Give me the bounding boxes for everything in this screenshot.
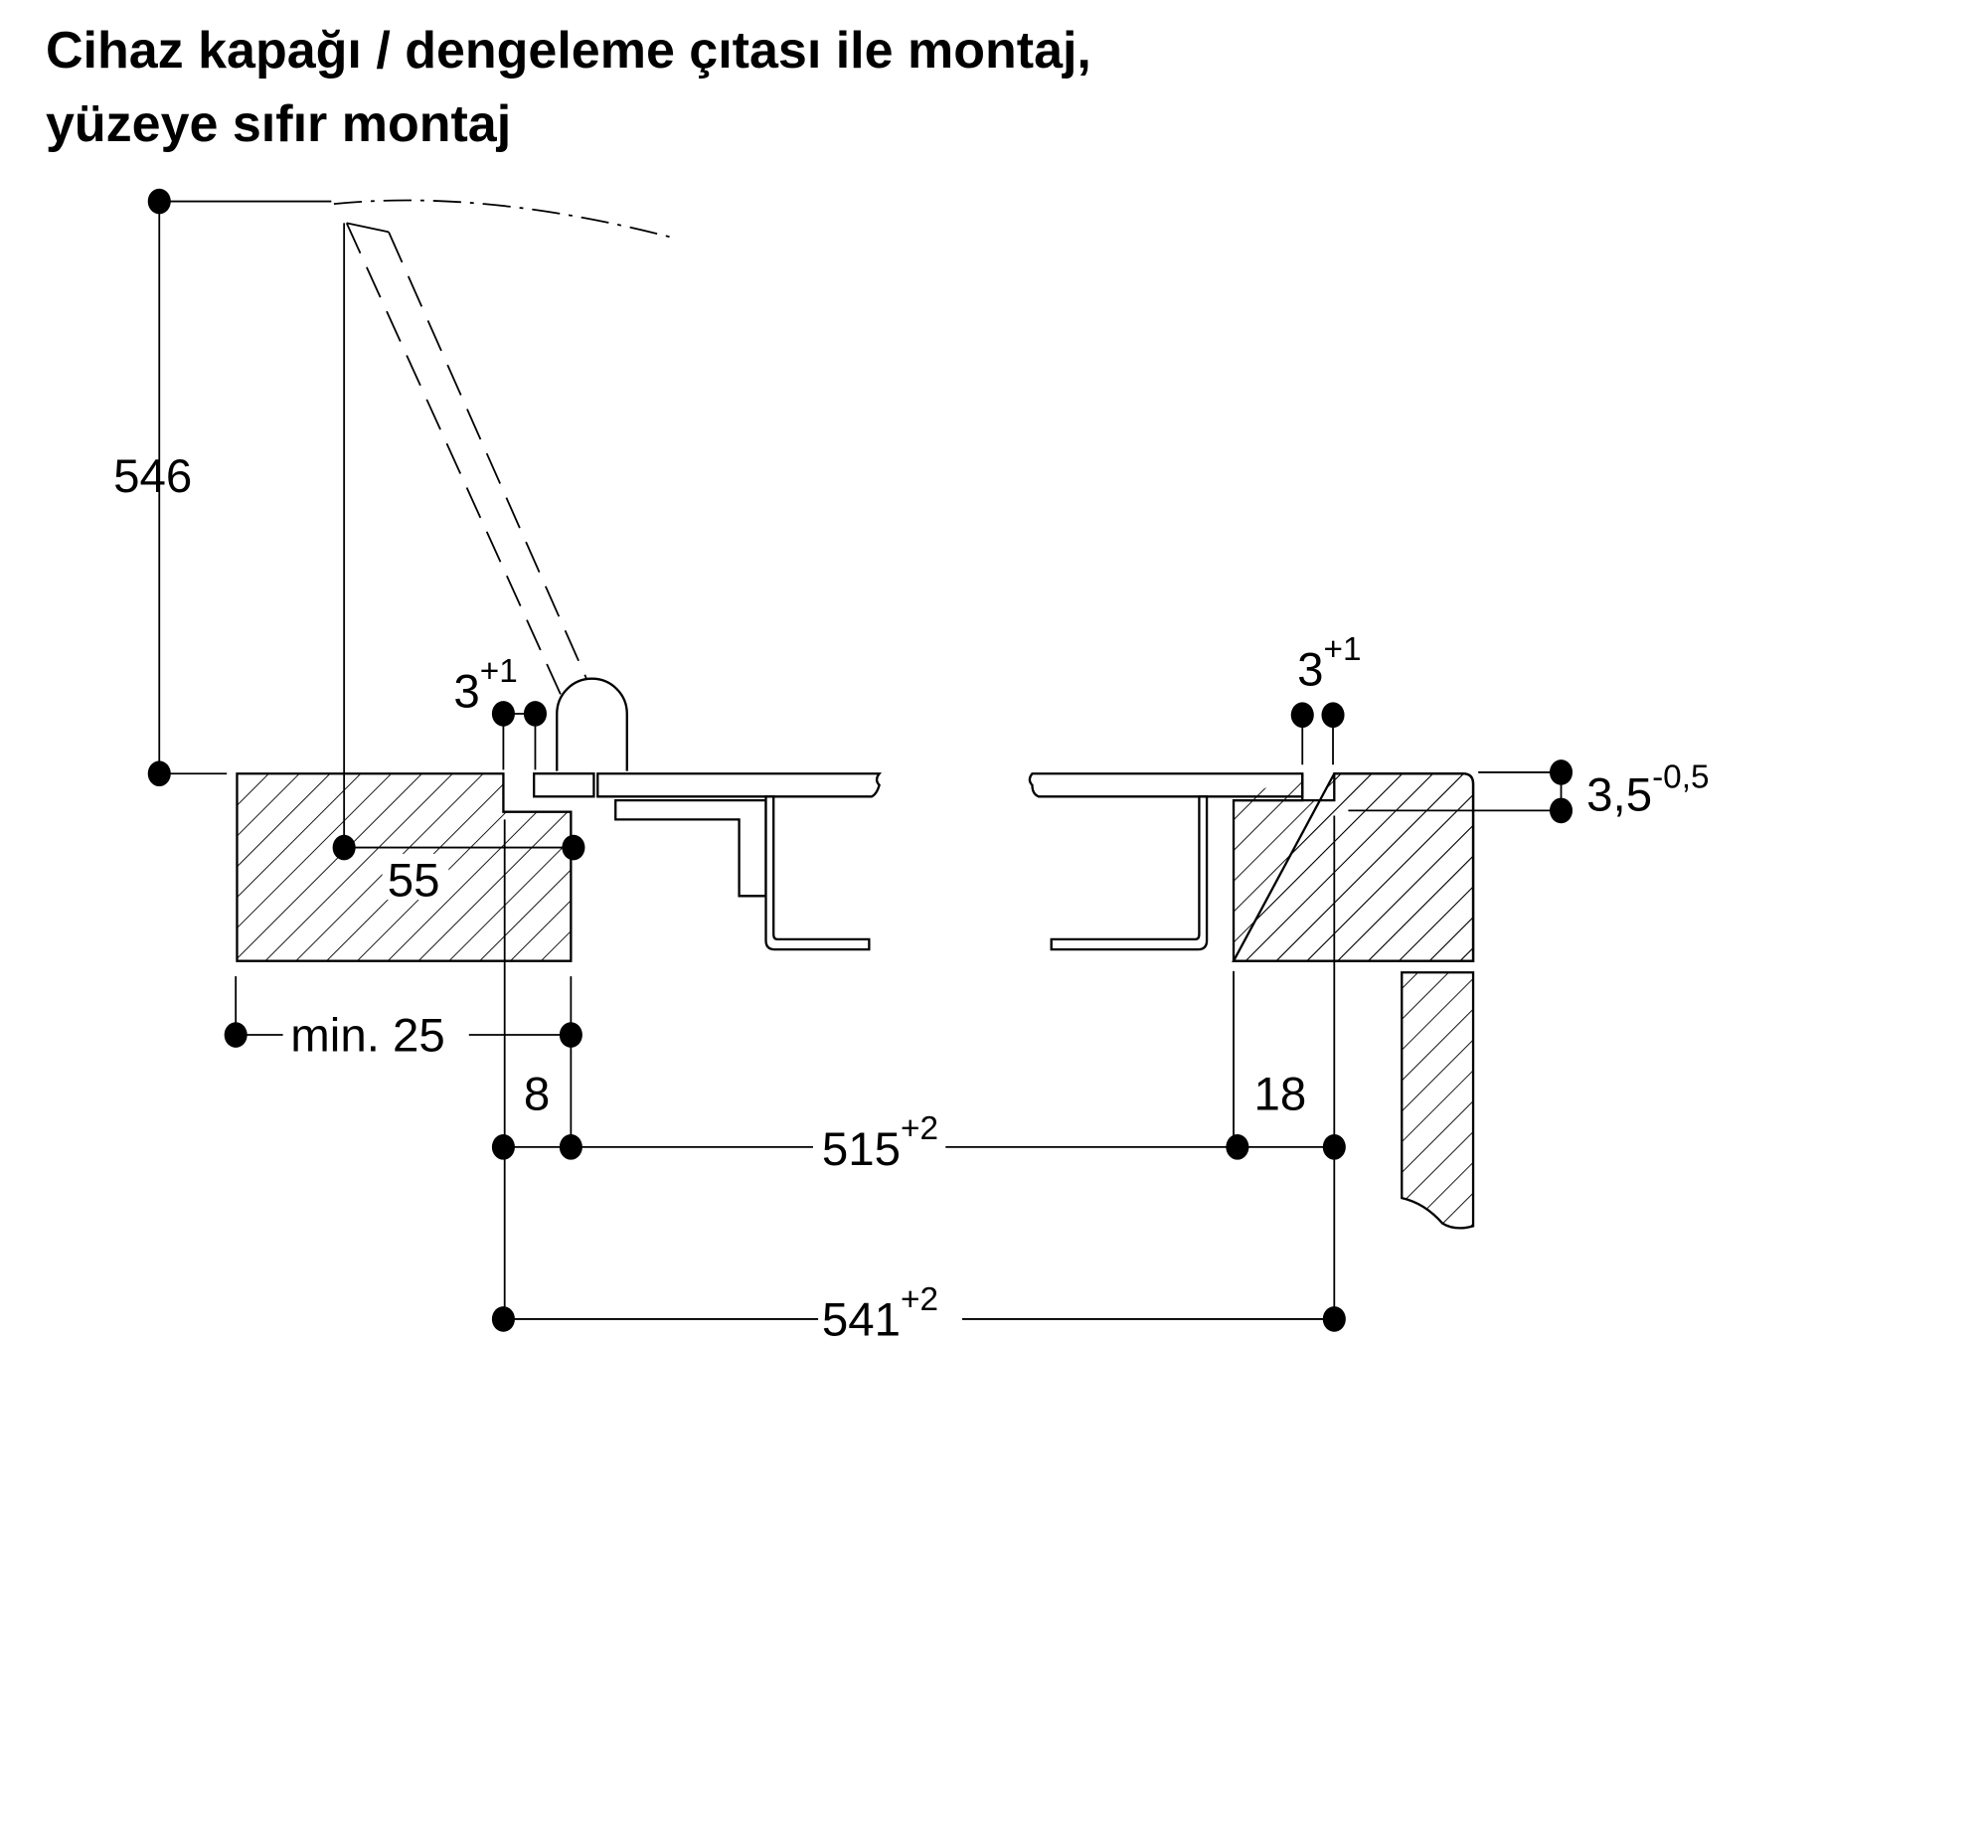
dimension-515: 515+2 <box>491 1110 1346 1176</box>
outer-width-tolerance: +2 <box>901 1281 938 1318</box>
min-25-label: min. 25 <box>290 1010 445 1063</box>
title-line-2: yüzeye sıfır montaj <box>46 95 512 153</box>
dim-8-label: 8 <box>524 1069 550 1121</box>
dimension-546: 546 <box>113 188 332 787</box>
dimension-541: 541+2 <box>491 1281 1346 1347</box>
recess-tolerance: -0,5 <box>1652 758 1709 795</box>
svg-text:541+2: 541+2 <box>822 1281 938 1347</box>
dim-546-label: 546 <box>113 450 192 503</box>
svg-text:515+2: 515+2 <box>822 1110 938 1176</box>
svg-text:3+1: 3+1 <box>1297 631 1361 697</box>
lid-swing <box>333 199 676 696</box>
inner-width-tolerance: +2 <box>901 1110 938 1147</box>
dimension-min-25: min. 25 <box>224 1010 582 1063</box>
dimension-gap-left: 3+1 <box>453 653 547 770</box>
gap-right-tolerance: +1 <box>1324 631 1362 668</box>
dim-18-label: 18 <box>1254 1069 1307 1121</box>
gap-left-value: 3 <box>453 666 479 719</box>
outer-width-value: 541 <box>822 1294 901 1347</box>
dimension-55: 55 <box>332 834 585 907</box>
left-appliance-section <box>533 677 883 951</box>
dim-55-label: 55 <box>388 854 440 907</box>
cabinet-panel <box>1401 971 1475 1230</box>
right-appliance-section <box>1028 772 1304 951</box>
inner-width-value: 515 <box>822 1123 901 1176</box>
diagram-title: Cihaz kapağı / dengeleme çıtası ile mont… <box>46 14 1091 161</box>
recess-value: 3,5 <box>1586 768 1652 821</box>
dimension-recess: 3,5-0,5 <box>1348 758 1710 824</box>
svg-text:3+1: 3+1 <box>453 653 517 719</box>
svg-text:3,5-0,5: 3,5-0,5 <box>1586 758 1709 821</box>
dimension-gap-right: 3+1 <box>1290 631 1362 765</box>
gap-left-tolerance: +1 <box>480 653 518 690</box>
title-line-1: Cihaz kapağı / dengeleme çıtası ile mont… <box>46 22 1091 80</box>
gap-right-value: 3 <box>1297 644 1323 697</box>
